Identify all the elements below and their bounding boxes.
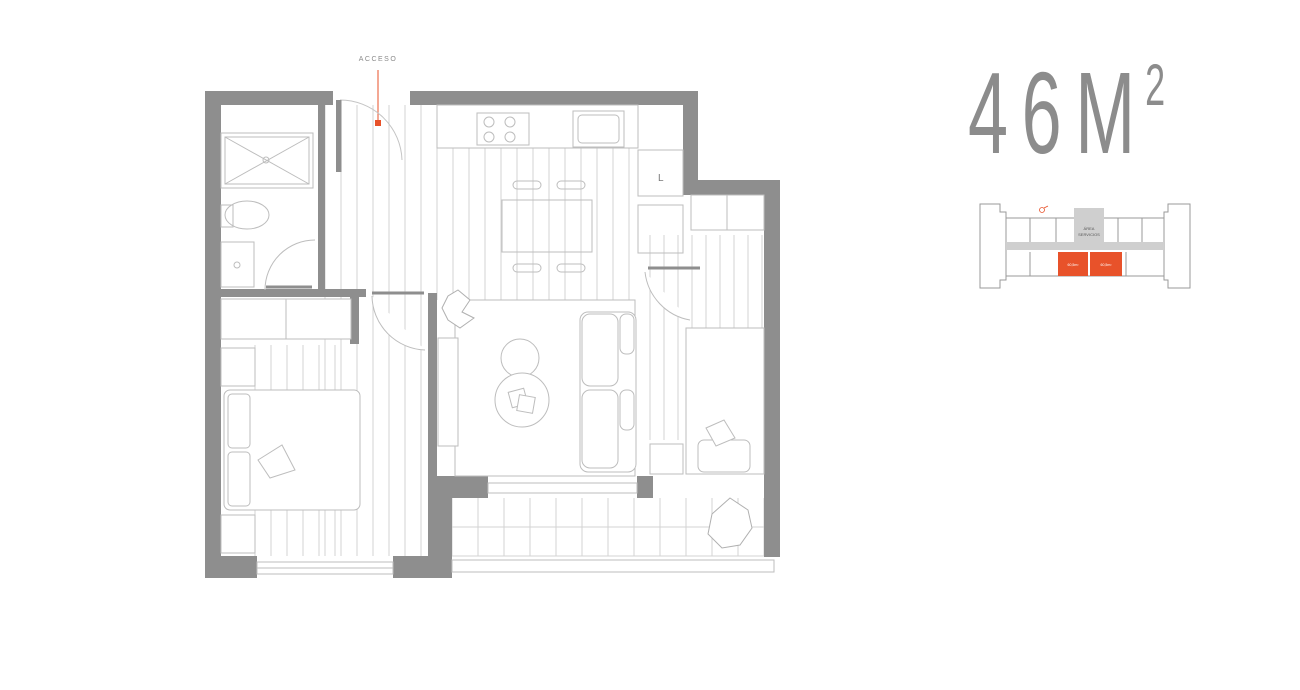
area-value: 46M: [968, 48, 1149, 178]
living-room: [437, 299, 637, 477]
unit-area-title: 46M2: [968, 55, 1165, 171]
laundry-label: L: [658, 173, 664, 184]
unit-left-label: 60,5m²: [1068, 263, 1080, 267]
partition-lines: [266, 100, 700, 295]
compass-icon: [1039, 205, 1049, 213]
area-superscript: 2: [1145, 53, 1166, 118]
stove: [476, 112, 530, 146]
kitchen: [436, 104, 684, 273]
bed-main: [223, 389, 361, 511]
plant-icons: [441, 289, 753, 549]
unit-left-highlight: [1058, 252, 1088, 276]
kitchen-sink: [572, 110, 625, 148]
walls: [205, 91, 780, 578]
service-core: [1006, 208, 1164, 250]
unit-right-highlight: [1090, 252, 1122, 276]
service-area-label-1: ÁREA: [1084, 226, 1095, 231]
entry-door-swing: [339, 99, 403, 172]
sink: [220, 241, 255, 288]
access-marker: [375, 120, 381, 126]
access-label: ACCESO: [358, 56, 398, 63]
windows: [256, 482, 775, 575]
service-area-label-2: SERVICIOS: [1078, 232, 1100, 237]
key-plan: ÁREA SERVICIOS 60,5m² 60,5m²: [979, 203, 1191, 289]
unit-right-label: 60,5m²: [1101, 263, 1113, 267]
bedroom-main: [220, 295, 426, 554]
bedroom-second: [644, 194, 765, 475]
dining-table: [501, 199, 593, 253]
bathroom: [220, 132, 316, 291]
toilet: [224, 200, 270, 230]
